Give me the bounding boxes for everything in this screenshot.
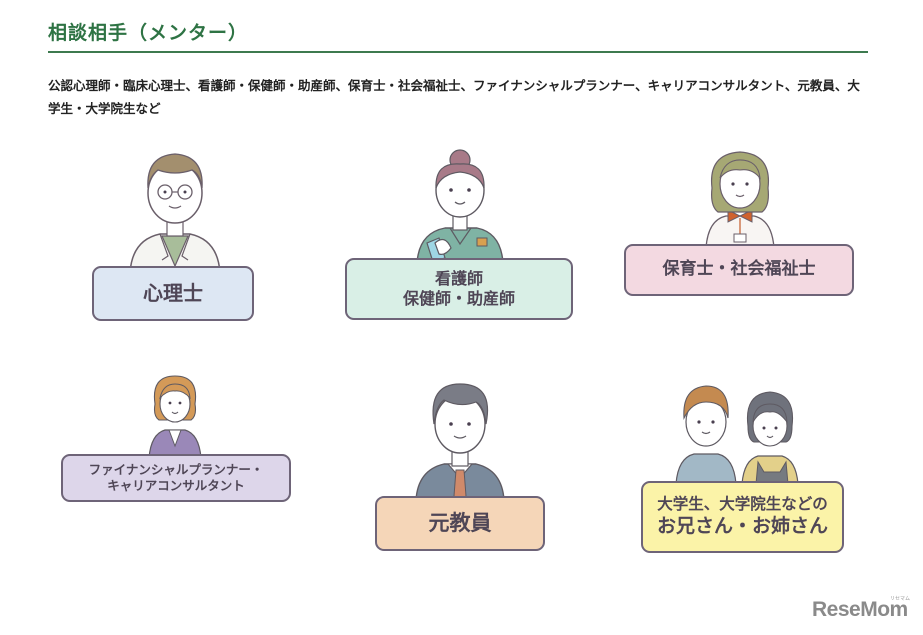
mentor-description: 公認心理師・臨床心理士、看護師・保健師・助産師、保育士・社会福祉士、ファイナンシ… [48,78,860,116]
label-line: 看護師 [434,269,483,288]
title-divider [48,51,868,53]
label-line: ファイナンシャルプランナー・ [88,462,264,478]
mentor-label-financial-planner: ファイナンシャルプランナー・ キャリアコンサルタント [61,454,291,502]
mentor-label-former-teacher: 元教員 [375,496,545,551]
former-teacher-illustration-icon [415,383,505,500]
resemom-logo: ReseMom [812,598,908,621]
resemom-logo-ruby: リセマム [890,596,911,602]
label-line: お兄さん・お姉さん [656,514,828,537]
page-title: 相談相手（メンター） [48,22,249,44]
mentor-label-psychologist: 心理士 [92,266,254,321]
label-line: 大学生、大学院生などの [657,495,828,514]
students-illustration-icon [675,385,799,484]
mentor-label-students: 大学生、大学院生などの お兄さん・お姉さん [641,481,844,553]
label-line: キャリアコンサルタント [107,478,245,493]
mentor-label-nurse: 看護師 保健師・助産師 [345,258,573,320]
label-line: 元教員 [428,511,492,536]
childcare-worker-illustration-icon [705,151,775,248]
label-line: 心理士 [143,281,203,305]
psychologist-illustration-icon [129,153,221,273]
mentor-label-childcare: 保育士・社会福祉士 [624,244,854,296]
label-line: 保健師・助産師 [402,289,515,308]
label-line: 保育士・社会福祉士 [662,259,816,280]
nurse-illustration-icon [416,149,504,263]
financial-planner-illustration-icon [148,375,202,458]
